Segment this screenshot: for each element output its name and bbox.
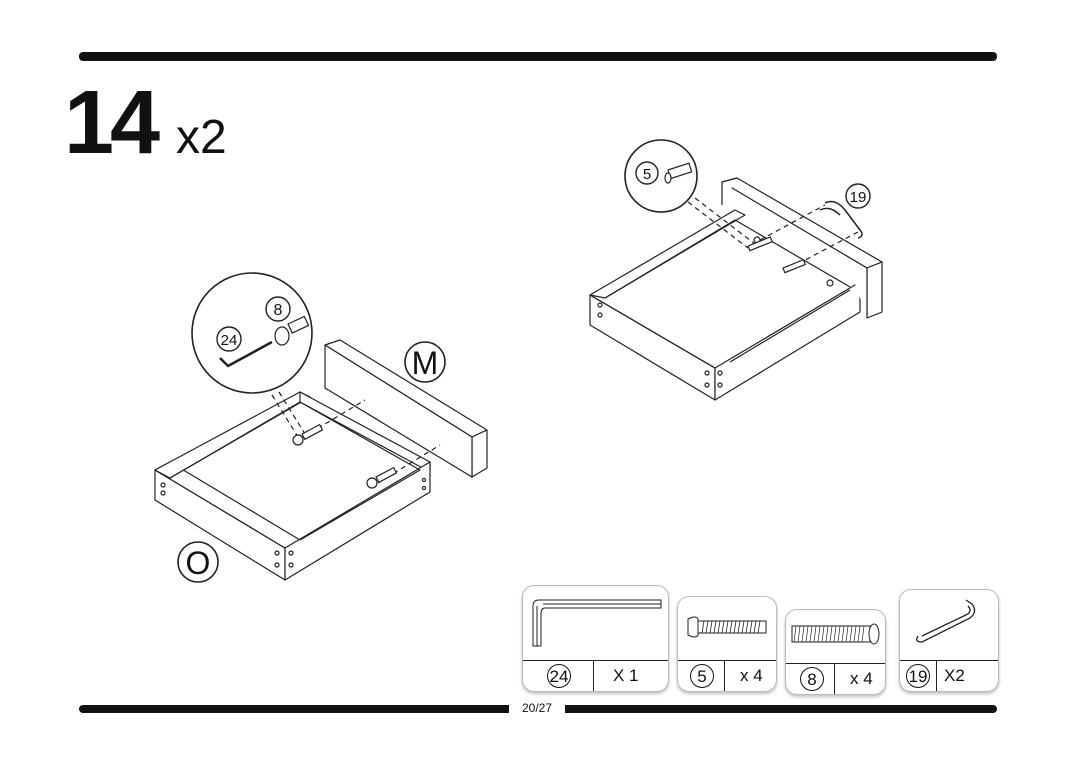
part-card-screw-5: 5 x 4 — [677, 596, 777, 692]
top-rule — [79, 52, 997, 61]
part-card-handle-19: 19 X2 — [899, 589, 999, 692]
part-id: 24 — [547, 664, 571, 688]
callout-part-8: 8 — [274, 302, 283, 319]
part-id: 8 — [800, 667, 824, 691]
callout-part-5: 5 — [643, 166, 651, 183]
hex-key-icon — [532, 599, 662, 647]
panel-m — [324, 339, 488, 478]
part-qty: X2 — [944, 666, 965, 685]
part-id: 5 — [690, 664, 714, 688]
handle-icon — [916, 599, 976, 643]
part-card-label: 8 x 4 — [786, 663, 885, 694]
page-number: 20/27 — [521, 701, 553, 715]
step-multiplier: x2 — [176, 111, 227, 164]
right-front-panel — [721, 177, 883, 319]
part-card-label: 19 X2 — [900, 660, 998, 691]
part-card-hex-key: 24 X 1 — [522, 585, 669, 692]
right-drawer-box — [589, 209, 861, 401]
screw-icon — [687, 616, 767, 638]
part-qty: x 4 — [740, 666, 763, 685]
callout-panel-m: M — [412, 345, 439, 381]
callout-panel-o: O — [186, 545, 211, 581]
bottom-rule-left — [79, 705, 509, 713]
part-card-label: 24 X 1 — [523, 660, 668, 691]
part-card-label: 5 x 4 — [678, 660, 776, 691]
bottom-rule-right — [565, 705, 997, 713]
screw-5-detail — [664, 162, 693, 184]
callout-part-19: 19 — [850, 189, 867, 206]
part-card-cam-bolt-8: 8 x 4 — [785, 609, 886, 695]
handle-detail — [819, 200, 863, 239]
cam-bolt-icon — [791, 623, 880, 645]
part-id: 19 — [906, 664, 930, 688]
callout-part-24: 24 — [221, 332, 238, 349]
left-drawer-box — [154, 391, 431, 581]
step-number: 14 — [64, 73, 160, 173]
cam-bolt-detail — [274, 315, 310, 346]
part-qty: x 4 — [850, 669, 873, 688]
hex-key-detail — [219, 340, 273, 368]
part-qty: X 1 — [613, 666, 639, 685]
